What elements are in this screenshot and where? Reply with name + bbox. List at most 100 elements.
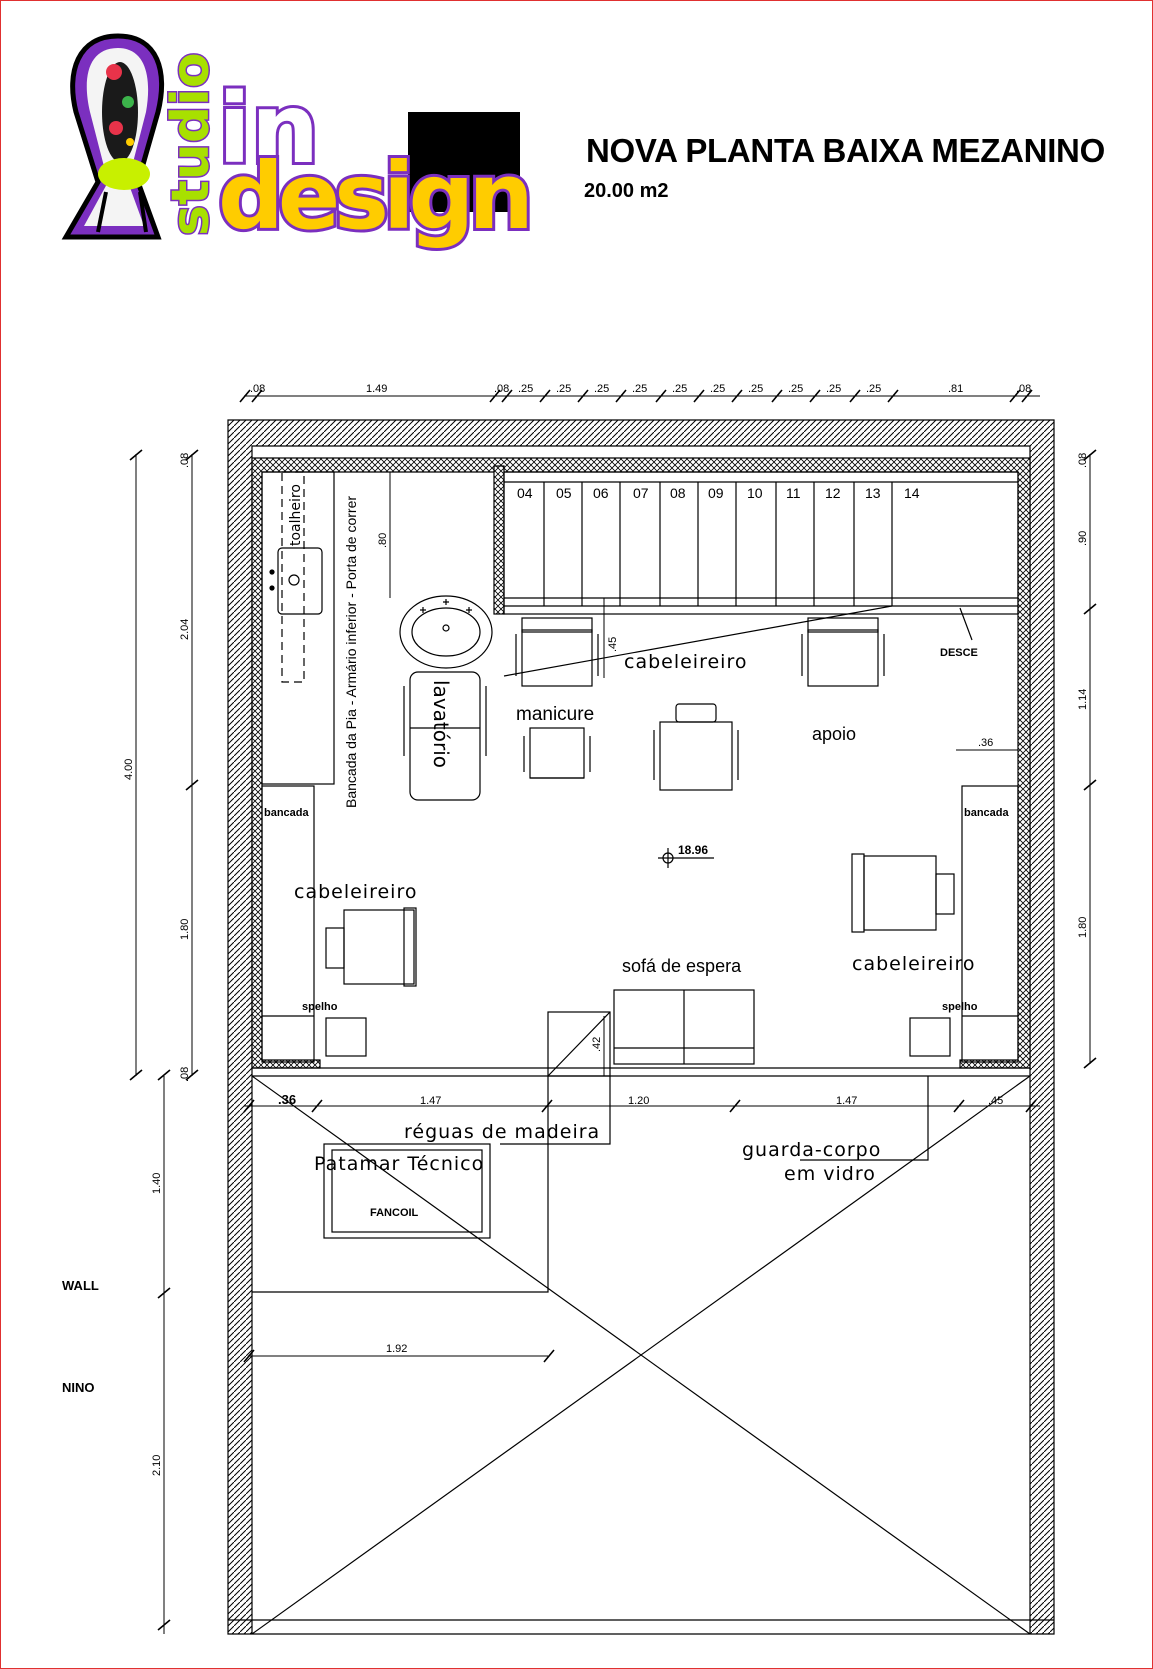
- dim-inner-2: 1.47: [420, 1095, 441, 1107]
- dim-inner-9: .42: [591, 1037, 603, 1052]
- dim-top-12: .25: [826, 383, 841, 395]
- staircase: [503, 471, 1019, 677]
- dim-top-6: .25: [594, 383, 609, 395]
- dim-left-1: .08: [179, 453, 191, 468]
- dim-inner-3: 1.20: [628, 1095, 649, 1107]
- label-sofa: sofá de espera: [622, 956, 742, 976]
- label-em-vidro: em vidro: [784, 1163, 876, 1185]
- label-patamar: Patamar Técnico: [314, 1153, 484, 1175]
- label-spelho-left: spelho: [302, 1001, 338, 1013]
- dim-top-1: .08: [250, 383, 265, 395]
- label-spelho-right: spelho: [942, 1001, 978, 1013]
- dim-inner-4: 1.47: [836, 1095, 857, 1107]
- dim-inner-10: .36: [978, 737, 993, 749]
- dim-left-2: 2.04: [179, 619, 191, 640]
- label-toalheiro: toalheiro: [288, 484, 304, 546]
- dim-top-2: 1.49: [366, 383, 387, 395]
- label-guarda-corpo: guarda-corpo: [742, 1139, 881, 1161]
- dim-inner-7: .80: [377, 533, 389, 548]
- label-cabeleireiro-right: cabeleireiro: [852, 953, 975, 975]
- dim-top-10: .25: [748, 383, 763, 395]
- bancada-right: [961, 785, 1019, 1063]
- dim-inner-6: 1.92: [386, 1343, 407, 1355]
- step-05: 05: [556, 485, 572, 501]
- dim-top-3: .08: [494, 383, 509, 395]
- step-14: 14: [904, 485, 920, 501]
- dim-left-5: .08: [179, 1067, 191, 1082]
- chair-right: [851, 853, 955, 933]
- step-09: 09: [708, 485, 724, 501]
- logo-word-design: design: [218, 143, 528, 250]
- label-reguas: réguas de madeira: [404, 1121, 600, 1143]
- dim-top-8: .25: [672, 383, 687, 395]
- label-cabeleireiro-left: cabeleireiro: [294, 881, 417, 903]
- dim-top-7: .25: [632, 383, 647, 395]
- dim-inner-8: .45: [607, 637, 619, 652]
- mezzanine-wall: [251, 457, 1031, 1069]
- dimension-lines: [135, 395, 1091, 1634]
- dim-top-14: .81: [948, 383, 963, 395]
- stair-wall: [493, 465, 505, 615]
- leader-guarda: [800, 1076, 929, 1161]
- dim-top-4: .25: [518, 383, 533, 395]
- step-13: 13: [865, 485, 881, 501]
- bancada-left: [261, 785, 315, 1063]
- chair-top-right: [801, 617, 885, 687]
- chair-center: [653, 703, 739, 791]
- dim-right-1: .08: [1077, 453, 1089, 468]
- step-10: 10: [747, 485, 763, 501]
- dim-inner-1: .36: [278, 1092, 296, 1107]
- stool-right: [909, 1017, 951, 1057]
- step-07: 07: [633, 485, 649, 501]
- dim-left-7: 2.10: [151, 1455, 163, 1476]
- chair-manicure: [523, 727, 591, 779]
- step-11: 11: [786, 485, 801, 501]
- fancoil: [323, 1143, 491, 1239]
- dim-right-3: 1.14: [1077, 689, 1089, 710]
- dim-left-4: 1.80: [179, 919, 191, 940]
- waiting-sofa: [547, 989, 755, 1077]
- dim-top-15: .08: [1016, 383, 1031, 395]
- dim-top-13: .25: [866, 383, 881, 395]
- washbasin: [399, 595, 493, 669]
- dim-inner-5: .45: [988, 1095, 1003, 1107]
- dim-right-4: 1.80: [1077, 917, 1089, 938]
- label-level: 18.96: [678, 843, 708, 857]
- label-desce: DESCE: [940, 647, 978, 659]
- step-12: 12: [825, 485, 841, 501]
- label-nino: NINO: [62, 1380, 95, 1395]
- step-06: 06: [593, 485, 609, 501]
- dim-top-9: .25: [710, 383, 725, 395]
- dim-top-11: .25: [788, 383, 803, 395]
- area-subtitle: 20.00 m2: [584, 180, 669, 202]
- label-wall: WALL: [62, 1278, 99, 1293]
- towel-rail: [281, 471, 305, 683]
- page-title: NOVA PLANTA BAIXA MEZANINO: [586, 132, 1105, 169]
- label-fancoil: FANCOIL: [370, 1207, 419, 1219]
- stool-left: [325, 1017, 367, 1057]
- dim-left-6: 1.40: [151, 1173, 163, 1194]
- counter-sink: [277, 547, 323, 615]
- label-manicure: manicure: [516, 704, 594, 725]
- dim-right-2: .90: [1077, 531, 1089, 546]
- chair-top-left: [515, 617, 599, 687]
- dim-left-3: 4.00: [123, 759, 135, 780]
- label-bancada-left: bancada: [264, 807, 310, 819]
- chair-left: [325, 907, 417, 987]
- label-apoio: apoio: [812, 724, 856, 744]
- leader-reguas: [500, 1076, 611, 1145]
- label-bancada-pia: Bancada da Pia - Armário inferior - Port…: [343, 496, 359, 808]
- wash-chair: [409, 671, 481, 801]
- label-cabeleireiro-top: cabeleireiro: [624, 651, 747, 673]
- label-bancada-right: bancada: [964, 807, 1010, 819]
- step-04: 04: [517, 485, 533, 501]
- step-08: 08: [670, 485, 686, 501]
- technical-landing: [252, 1076, 549, 1293]
- label-lavatorio: lavatório: [429, 680, 453, 768]
- dim-top-5: .25: [556, 383, 571, 395]
- dimension-ticks: [129, 389, 1097, 1631]
- studio-in-design-logo: studio in design: [61, 33, 537, 253]
- logo-word-in: in: [218, 73, 319, 185]
- logo-word-studio: studio: [161, 52, 221, 236]
